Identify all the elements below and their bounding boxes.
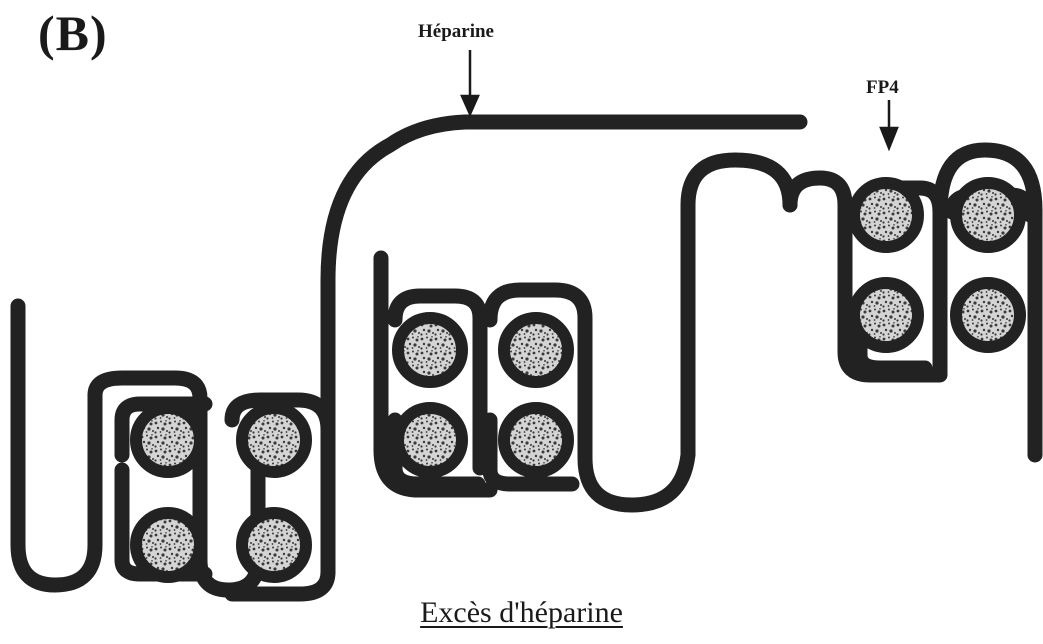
pf4-bead (504, 318, 568, 382)
pf4-label: FP4 (866, 78, 899, 97)
pf4-bead (956, 183, 1020, 247)
strand-left-tail (18, 306, 95, 585)
heparin-label: Héparine (418, 22, 494, 41)
pf4-bead (854, 283, 918, 347)
pf4-bead (398, 408, 462, 472)
caption-text: Excès d'héparine (420, 596, 623, 629)
pf4-bead (504, 408, 568, 472)
pf4-bead (136, 513, 200, 577)
figure-caption: Excès d'héparine (0, 598, 1043, 628)
panel-label: (B) (38, 8, 108, 58)
pf4-arrow (881, 100, 897, 148)
pf4-bead (854, 183, 918, 247)
pf4-bead (242, 408, 306, 472)
pf4-bead (242, 513, 306, 577)
heparin-arrow (462, 50, 478, 114)
pf4-bead (136, 408, 200, 472)
pf4-bead (398, 318, 462, 382)
pf4-bead (956, 283, 1020, 347)
